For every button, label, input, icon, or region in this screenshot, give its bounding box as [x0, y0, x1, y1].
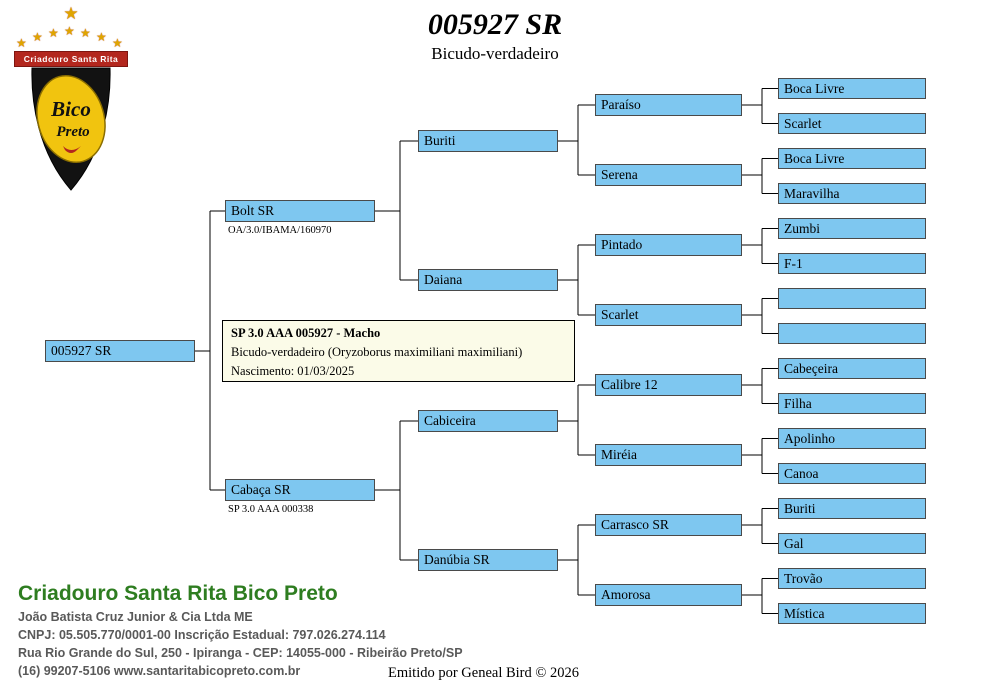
pedigree-box-gen4-4: Zumbi [778, 218, 926, 239]
subject-info-id: SP 3.0 AAA 005927 - Macho [231, 326, 381, 340]
star-icon: ★ [32, 30, 43, 44]
connector-gen3-3 [742, 228, 778, 264]
star-icon: ★ [64, 24, 75, 38]
pedigree-box-gen3-0: Paraíso [595, 94, 742, 116]
subject-info-birthdate: Nascimento: 01/03/2025 [231, 364, 355, 378]
pedigree-box-subject: 005927 SR [45, 340, 195, 362]
footer-phone-website: (16) 99207-5106 www.santaritabicopreto.c… [18, 664, 301, 678]
pedigree-box-gen4-7 [778, 323, 926, 344]
connector-gen3-1 [742, 88, 778, 124]
pedigree-box-gen4-3: Maravilha [778, 183, 926, 204]
logo-text-line2: Preto [56, 124, 89, 140]
pedigree-box-gen2-0: Buriti [418, 130, 558, 152]
pedigree-box-gen3-6: Carrasco SR [595, 514, 742, 536]
footer-company: João Batista Cruz Junior & Cia Ltda ME [18, 610, 253, 624]
star-icon: ★ [48, 26, 59, 40]
dam-registry: SP 3.0 AAA 000338 [228, 504, 314, 515]
connector-gen3-6 [742, 438, 778, 474]
pedigree-box-gen4-14: Trovão [778, 568, 926, 589]
pedigree-box-gen4-5: F-1 [778, 253, 926, 274]
pedigree-box-gen4-2: Boca Livre [778, 148, 926, 169]
subject-info-species: Bicudo-verdadeiro (Oryzoborus maximilian… [231, 345, 523, 359]
connector-gen3-4 [742, 298, 778, 334]
star-icon: ★ [16, 36, 27, 50]
subject-info-box: SP 3.0 AAA 005927 - Macho Bicudo-verdade… [222, 320, 575, 382]
connector-gen2-3 [558, 384, 595, 456]
connector-gen2-1 [558, 104, 595, 176]
connector-gen2-4 [558, 524, 595, 596]
connector-gen1-sire [375, 140, 418, 281]
emitted-by: Emitido por Geneal Bird © 2026 [388, 665, 580, 681]
star-icon: ★ [96, 30, 107, 44]
connector-gen2-2 [558, 244, 595, 316]
pedigree-box-gen4-15: Mística [778, 603, 926, 624]
connector-gen3-8 [742, 578, 778, 614]
breeder-logo: ★ ★ ★ ★ ★ ★ ★ ★ Criadouro Santa Rita Bic… [14, 4, 128, 191]
connector-gen3-5 [742, 368, 778, 404]
page-title: 005927 SR [427, 8, 563, 41]
pedigree-box-gen3-2: Pintado [595, 234, 742, 256]
pedigree-box-dam: Cabaça SR [225, 479, 375, 501]
shield-icon: Bico Preto [27, 66, 115, 197]
pedigree-box-gen4-6 [778, 288, 926, 309]
pedigree-box-gen3-7: Amorosa [595, 584, 742, 606]
connector-gen3-2 [742, 158, 778, 194]
page-subtitle: Bicudo-verdadeiro [431, 44, 559, 63]
connector-gen0 [195, 210, 225, 491]
logo-banner: Criadouro Santa Rita [14, 51, 128, 67]
pedigree-box-gen4-0: Boca Livre [778, 78, 926, 99]
star-icon: ★ [112, 36, 123, 50]
pedigree-box-gen4-1: Scarlet [778, 113, 926, 134]
star-icon: ★ [63, 4, 79, 23]
sire-registry: OA/3.0/IBAMA/160970 [228, 225, 332, 236]
pedigree-box-gen4-12: Buriti [778, 498, 926, 519]
pedigree-box-sire: Bolt SR [225, 200, 375, 222]
connector-gen3-7 [742, 508, 778, 544]
pedigree-box-gen2-2: Cabiceira [418, 410, 558, 432]
footer-address: Rua Rio Grande do Sul, 250 - Ipiranga - … [18, 646, 463, 660]
pedigree-box-gen3-1: Serena [595, 164, 742, 186]
star-icon: ★ [80, 26, 91, 40]
pedigree-box-gen2-1: Daiana [418, 269, 558, 291]
pedigree-box-gen4-13: Gal [778, 533, 926, 554]
pedigree-box-gen3-5: Miréia [595, 444, 742, 466]
pedigree-box-gen4-8: Cabeçeira [778, 358, 926, 379]
pedigree-box-gen2-3: Danúbia SR [418, 549, 558, 571]
pedigree-box-gen3-3: Scarlet [595, 304, 742, 326]
pedigree-box-gen3-4: Calibre 12 [595, 374, 742, 396]
breeder-name: Criadouro Santa Rita Bico Preto [18, 582, 338, 605]
logo-text-line1: Bico [50, 97, 91, 121]
pedigree-box-gen4-10: Apolinho [778, 428, 926, 449]
pedigree-box-gen4-11: Canoa [778, 463, 926, 484]
connector-gen1-dam [375, 420, 418, 561]
footer-cnpj: CNPJ: 05.505.770/0001-00 Inscrição Estad… [18, 628, 386, 642]
pedigree-box-gen4-9: Filha [778, 393, 926, 414]
